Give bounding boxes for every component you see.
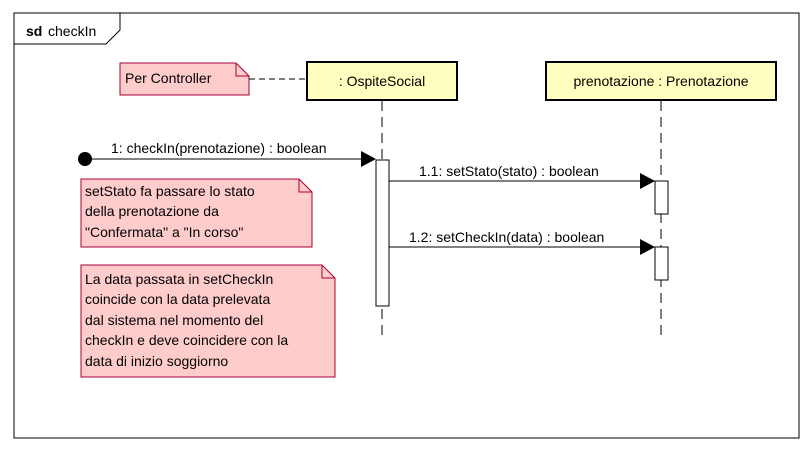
note-setcheckin-line-4: checkIn e deve coincidere con la	[85, 332, 288, 348]
participant-prenotazione-label: prenotazione : Prenotazione	[573, 73, 748, 89]
frame-tab	[14, 13, 121, 45]
note-setcheckin-fold	[321, 265, 335, 279]
note-setcheckin	[80, 264, 336, 378]
activation-prenotazione-2	[654, 246, 669, 281]
message-1-2-label: 1.2: setCheckIn(data) : boolean	[409, 229, 604, 245]
note-setstato-line-1: setStato fa passare lo stato	[85, 183, 255, 199]
activation-prenotazione-1	[654, 180, 669, 215]
participant-prenotazione	[545, 61, 777, 101]
activation-ospitesocial	[375, 159, 390, 307]
note-setcheckin-line-5: data di inizio soggiorno	[85, 353, 228, 369]
participant-ospitesocial	[306, 61, 458, 101]
note-setstato-line-2: della prenotazione da	[85, 203, 219, 219]
note-setstato	[80, 178, 313, 248]
frame-title: checkIn	[48, 23, 96, 39]
message-1-2-arrowhead	[640, 239, 655, 255]
note-setstato-line-3: "Confermata" a "In corso"	[85, 224, 243, 240]
message-1-arrowhead	[361, 151, 376, 167]
note-setcheckin-line-3: dal sistema nel momento del	[85, 312, 263, 328]
note-setcheckin-line-2: coincide con la data prelevata	[85, 291, 270, 307]
participant-ospitesocial-label: : OspiteSocial	[339, 73, 425, 89]
message-1-1-arrowhead	[640, 173, 655, 189]
message-1-1-label: 1.1: setStato(stato) : boolean	[419, 163, 599, 179]
frame-keyword: sd	[26, 23, 42, 39]
message-1-label: 1: checkIn(prenotazione) : boolean	[111, 140, 327, 156]
note-per-controller-fold	[235, 63, 249, 77]
note-per-controller	[119, 62, 250, 96]
note-setstato-fold	[298, 179, 312, 193]
note-per-controller-text: Per Controller	[125, 70, 212, 86]
note-setcheckin-line-1: La data passata in setCheckIn	[85, 271, 273, 287]
